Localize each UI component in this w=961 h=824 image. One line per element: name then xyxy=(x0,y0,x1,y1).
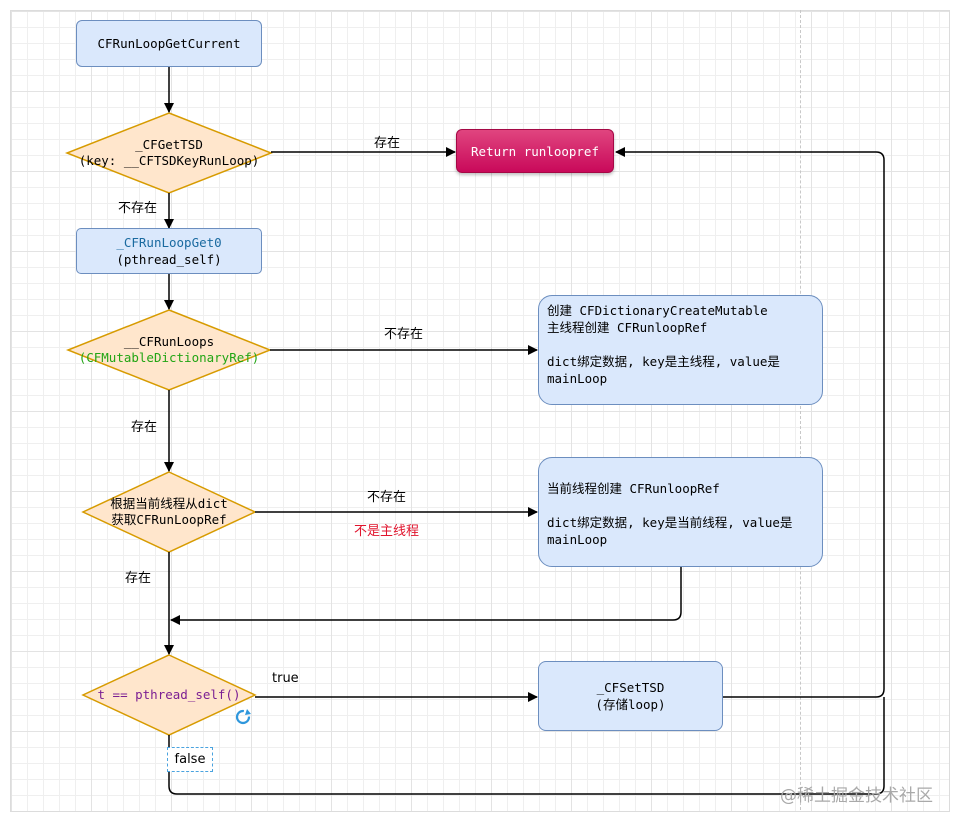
label-exists-3: 存在 xyxy=(125,571,152,586)
node-create-main[interactable]: 创建 CFDictionaryCreateMutable 主线程创建 CFRun… xyxy=(538,295,823,405)
label-not-exists-1: 不存在 xyxy=(118,201,158,216)
label-true: true xyxy=(272,671,299,686)
label-exists-2: 存在 xyxy=(131,420,158,435)
get-by-thread-line2: 获取CFRunLoopRef xyxy=(111,512,227,527)
watermark: @稀土掘金技术社区 xyxy=(780,786,933,806)
create-current-spacer xyxy=(547,497,814,514)
cfgettsd-func: _CFGetTSD xyxy=(135,137,203,152)
node-get0[interactable]: _CFRunLoopGet0 (pthread_self) xyxy=(76,228,262,274)
node-cfsettsd-func: _CFSetTSD xyxy=(596,680,665,695)
node-create-current[interactable]: 当前线程创建 CFRunloopRef dict绑定数据, key是当前线程, … xyxy=(538,457,823,567)
node-cfsettsd-arg: (存储loop) xyxy=(595,697,666,712)
get-by-thread-line1: 根据当前线程从dict xyxy=(110,496,228,511)
create-main-spacer xyxy=(547,336,814,353)
node-return-label: Return runloopref xyxy=(471,143,599,159)
false-text: false xyxy=(174,752,206,767)
check-self-expr: t == pthread_self() xyxy=(97,687,241,702)
create-current-line3: mainLoop xyxy=(547,532,608,547)
page-break-guide xyxy=(800,10,801,810)
node-get-current-label: CFRunLoopGetCurrent xyxy=(97,36,241,51)
edge-false-loop xyxy=(168,697,885,795)
label-false[interactable]: false xyxy=(167,747,213,772)
create-main-line4: mainLoop xyxy=(547,371,608,386)
node-get0-func: _CFRunLoopGet0 xyxy=(116,235,222,250)
runloops-type: (CFMutableDictionaryRef) xyxy=(78,350,260,365)
create-current-line2: dict绑定数据, key是当前线程, value是 xyxy=(547,515,793,530)
label-not-exists-2: 不存在 xyxy=(384,327,424,342)
cfgettsd-key: (key: __CFTSDKeyRunLoop) xyxy=(78,153,260,168)
diamond-runloops-text: __CFRunLoops (CFMutableDictionaryRef) xyxy=(68,330,270,370)
create-main-line3: dict绑定数据, key是主线程, value是 xyxy=(547,354,780,369)
diamond-cfgettsd-text: _CFGetTSD (key: __CFTSDKeyRunLoop) xyxy=(67,133,271,173)
node-get-current[interactable]: CFRunLoopGetCurrent xyxy=(76,20,262,67)
runloops-func: __CFRunLoops xyxy=(123,334,215,349)
label-exists-1: 存在 xyxy=(374,136,401,151)
create-main-line1: 创建 CFDictionaryCreateMutable xyxy=(547,303,768,318)
node-cfsettsd[interactable]: _CFSetTSD (存储loop) xyxy=(538,661,723,731)
diamond-check-self-text: t == pthread_self() xyxy=(83,685,255,705)
diamond-get-by-thread-text: 根据当前线程从dict 获取CFRunLoopRef xyxy=(83,492,255,532)
label-not-exists-3: 不存在 xyxy=(367,490,407,505)
edge-settsd-to-return xyxy=(615,147,885,698)
create-current-line1: 当前线程创建 CFRunloopRef xyxy=(547,481,720,496)
edge-create-current-back xyxy=(170,566,682,625)
node-return-runloopref[interactable]: Return runloopref xyxy=(456,129,614,173)
create-main-line2: 主线程创建 CFRunloopRef xyxy=(547,320,708,335)
label-not-main-thread: 不是主线程 xyxy=(354,524,420,539)
refresh-icon[interactable] xyxy=(235,709,251,725)
node-get0-arg: (pthread_self) xyxy=(116,252,222,267)
